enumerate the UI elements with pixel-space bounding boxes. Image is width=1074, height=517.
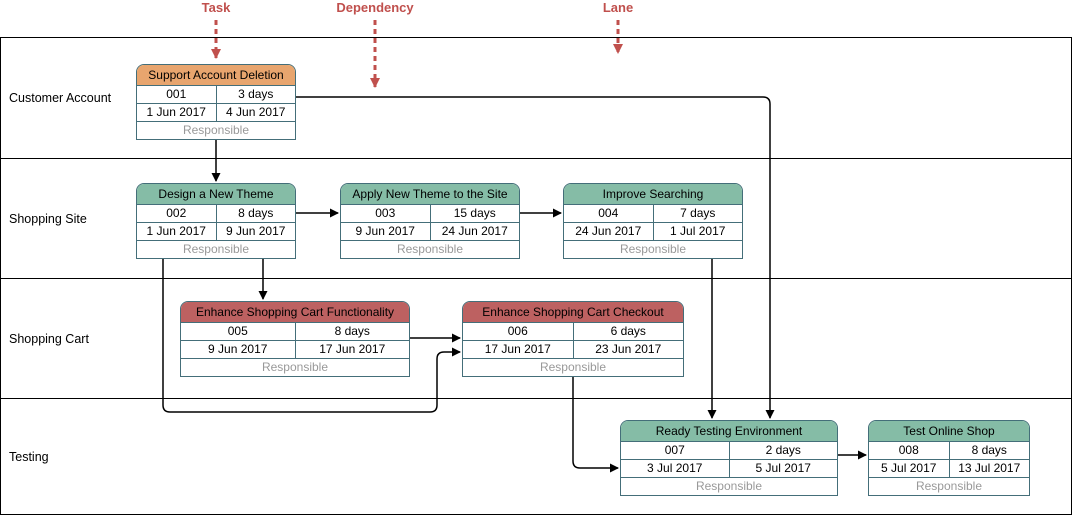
task-node-006[interactable]: Enhance Shopping Cart Checkout 006 6 day… bbox=[462, 301, 684, 377]
task-start-date: 1 Jun 2017 bbox=[146, 105, 206, 119]
lane-label: Shopping Site bbox=[9, 211, 87, 226]
task-node-001[interactable]: Support Account Deletion 001 3 days 1 Ju… bbox=[136, 64, 296, 140]
task-id: 006 bbox=[507, 324, 528, 338]
task-duration: 8 days bbox=[948, 442, 1030, 459]
task-end-date: 24 Jun 2017 bbox=[429, 223, 520, 240]
task-duration: 6 days bbox=[572, 323, 684, 340]
task-responsible: Responsible bbox=[181, 358, 409, 376]
task-duration: 2 days bbox=[728, 442, 838, 459]
task-node-005[interactable]: Enhance Shopping Cart Functionality 005 … bbox=[180, 301, 410, 377]
task-start-date: 9 Jun 2017 bbox=[208, 342, 268, 356]
task-id: 007 bbox=[664, 443, 685, 457]
task-responsible: Responsible bbox=[564, 240, 742, 258]
task-end-date: 17 Jun 2017 bbox=[294, 341, 410, 358]
task-end-date: 1 Jul 2017 bbox=[652, 223, 743, 240]
lane-label: Shopping Cart bbox=[9, 331, 89, 346]
task-responsible: Responsible bbox=[621, 477, 837, 495]
task-title: Design a New Theme bbox=[137, 184, 295, 204]
task-end-date: 4 Jun 2017 bbox=[215, 104, 296, 121]
task-start-date: 5 Jul 2017 bbox=[881, 461, 937, 475]
task-start-date: 9 Jun 2017 bbox=[355, 224, 415, 238]
task-end-date: 9 Jun 2017 bbox=[215, 223, 296, 240]
task-end-date: 23 Jun 2017 bbox=[572, 341, 684, 358]
legend-dependency-label: Dependency bbox=[336, 0, 414, 15]
legend-task-label: Task bbox=[201, 0, 231, 15]
lane-label: Customer Account bbox=[9, 91, 112, 105]
task-duration: 15 days bbox=[429, 205, 520, 222]
legend-lane-label: Lane bbox=[602, 0, 634, 15]
task-end-date: 5 Jul 2017 bbox=[728, 460, 838, 477]
task-title: Support Account Deletion bbox=[137, 65, 295, 85]
task-responsible: Responsible bbox=[869, 477, 1029, 495]
lane-label: Testing bbox=[9, 449, 49, 464]
task-id: 005 bbox=[227, 324, 248, 338]
task-title: Ready Testing Environment bbox=[621, 421, 837, 441]
task-title: Improve Searching bbox=[564, 184, 742, 204]
task-node-008[interactable]: Test Online Shop 008 8 days 5 Jul 2017 1… bbox=[868, 420, 1030, 496]
task-start-date: 3 Jul 2017 bbox=[647, 461, 703, 475]
task-start-date: 1 Jun 2017 bbox=[146, 224, 206, 238]
task-responsible: Responsible bbox=[341, 240, 519, 258]
task-id: 002 bbox=[166, 206, 187, 220]
task-node-002[interactable]: Design a New Theme 002 8 days 1 Jun 2017… bbox=[136, 183, 296, 259]
task-node-004[interactable]: Improve Searching 004 7 days 24 Jun 2017… bbox=[563, 183, 743, 259]
task-responsible: Responsible bbox=[463, 358, 683, 376]
task-node-003[interactable]: Apply New Theme to the Site 003 15 days … bbox=[340, 183, 520, 259]
task-title: Enhance Shopping Cart Checkout bbox=[463, 302, 683, 322]
task-id: 003 bbox=[375, 206, 396, 220]
task-title: Enhance Shopping Cart Functionality bbox=[181, 302, 409, 322]
task-id: 008 bbox=[898, 443, 919, 457]
task-duration: 8 days bbox=[215, 205, 296, 222]
task-title: Apply New Theme to the Site bbox=[341, 184, 519, 204]
swimlane-3[interactable]: Testing bbox=[1, 399, 1071, 514]
task-id: 004 bbox=[598, 206, 619, 220]
task-start-date: 17 Jun 2017 bbox=[484, 342, 551, 356]
task-responsible: Responsible bbox=[137, 240, 295, 258]
task-start-date: 24 Jun 2017 bbox=[575, 224, 642, 238]
task-responsible: Responsible bbox=[137, 121, 295, 139]
task-title: Test Online Shop bbox=[869, 421, 1029, 441]
task-end-date: 13 Jul 2017 bbox=[948, 460, 1030, 477]
task-duration: 7 days bbox=[652, 205, 743, 222]
task-id: 001 bbox=[166, 87, 187, 101]
task-node-007[interactable]: Ready Testing Environment 007 2 days 3 J… bbox=[620, 420, 838, 496]
task-duration: 3 days bbox=[215, 86, 296, 103]
task-duration: 8 days bbox=[294, 323, 410, 340]
